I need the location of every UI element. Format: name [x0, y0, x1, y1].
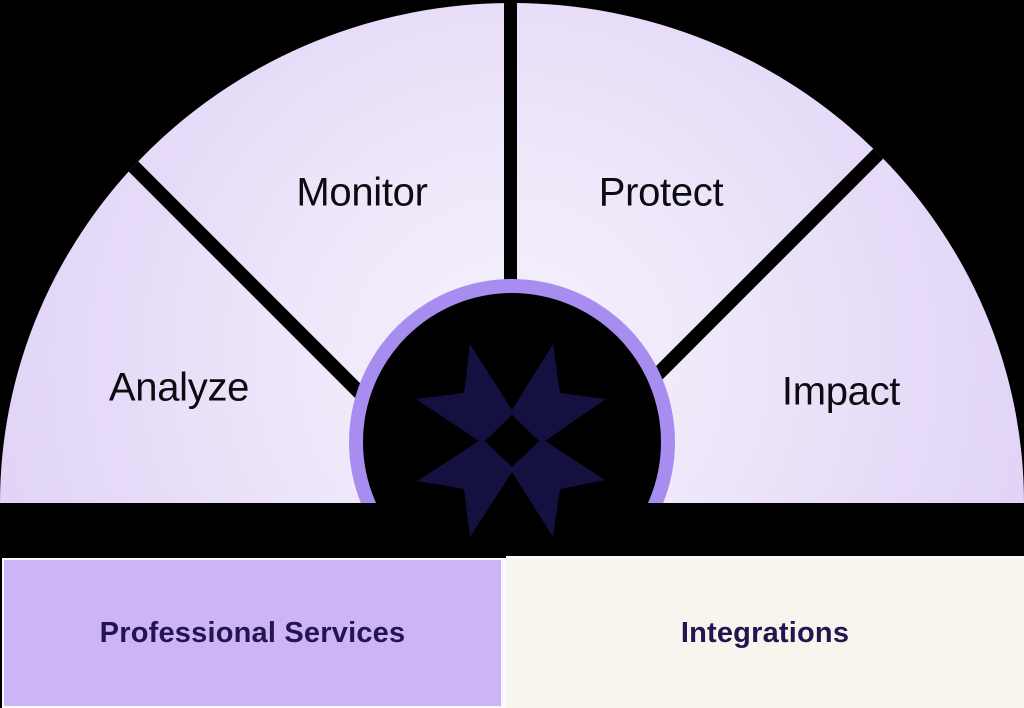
segment-protect[interactable]: Protect [598, 170, 724, 215]
tab-integrations[interactable]: Integrations [506, 556, 1024, 708]
eight-point-star-icon [416, 344, 606, 537]
segment-divider-vertical [504, 3, 517, 294]
segment-impact[interactable]: Impact [781, 369, 901, 414]
tab-professional-services-label: Professional Services [99, 616, 406, 649]
segment-analyze[interactable]: Analyze [108, 365, 250, 410]
tab-professional-services[interactable]: Professional Services [2, 558, 506, 708]
tab-integrations-label: Integrations [680, 617, 850, 649]
segment-monitor[interactable]: Monitor [296, 170, 428, 215]
